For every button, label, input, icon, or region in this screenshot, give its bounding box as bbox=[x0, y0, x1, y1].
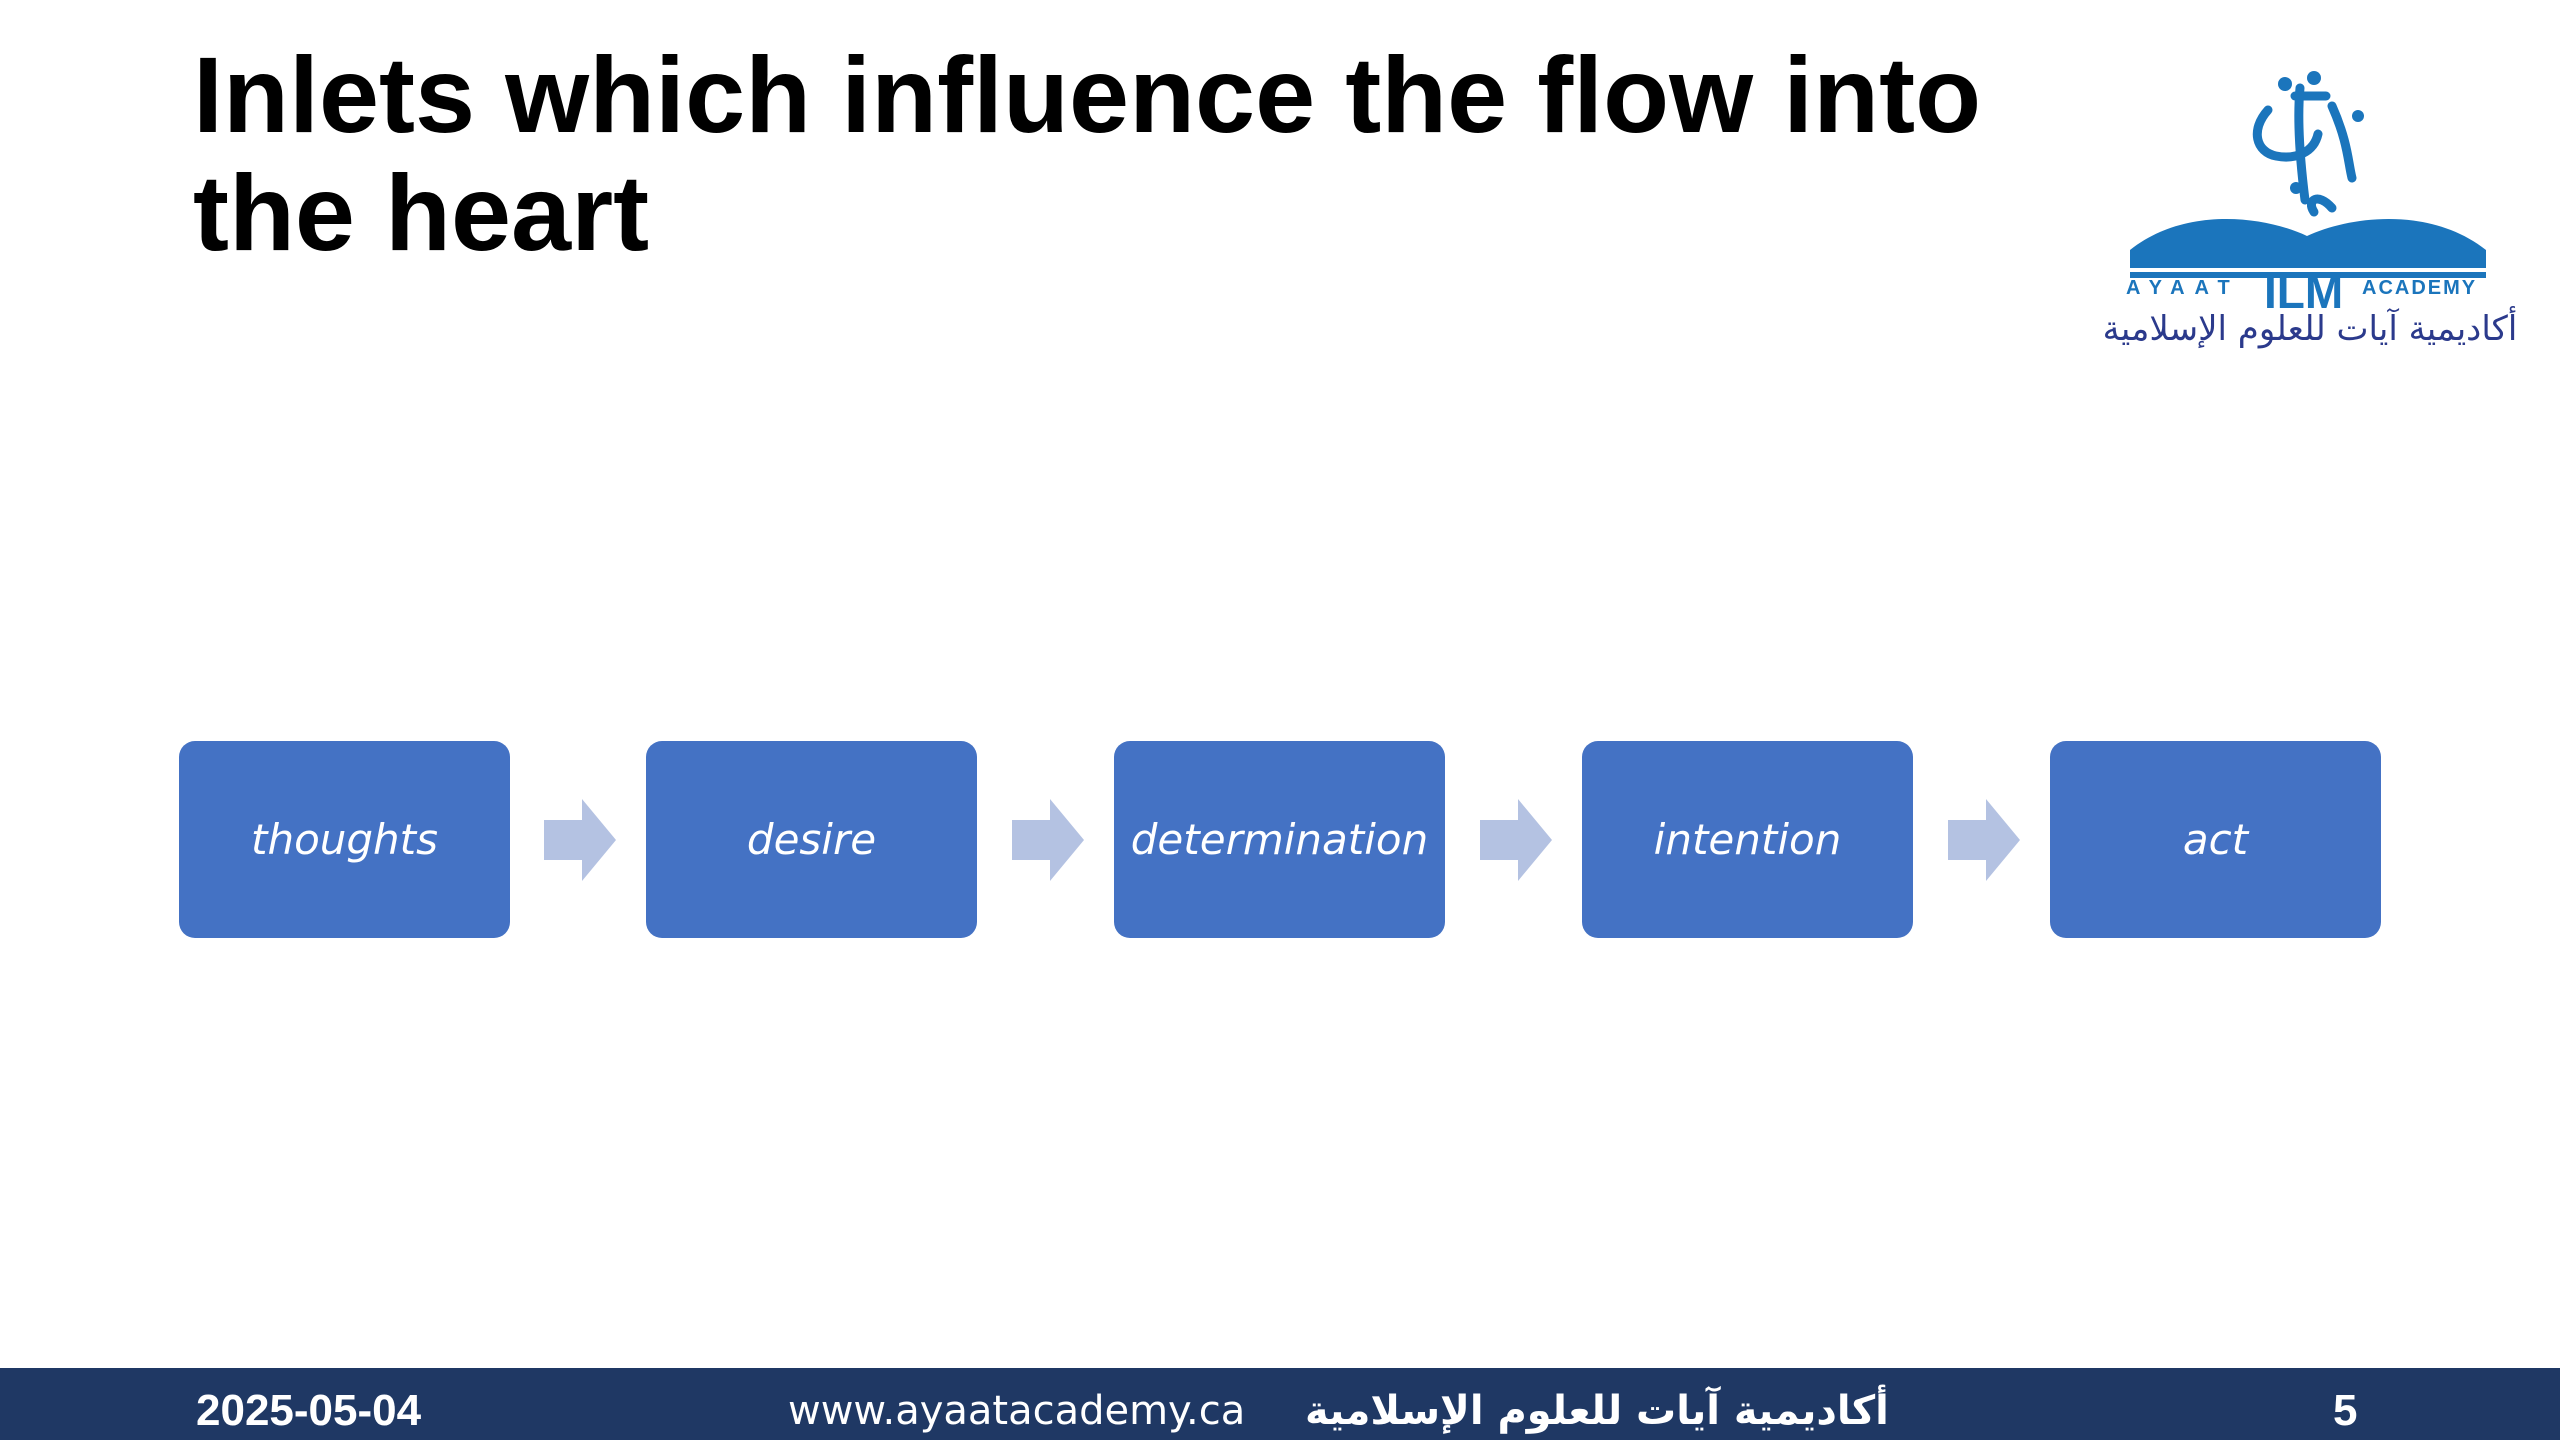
slide-footer: 2025-05-04 www.ayaatacademy.ca أكاديمية … bbox=[0, 1368, 2560, 1440]
ayaat-ilm-logo-graphic: AYAAT ILM ACADEMY أكاديمية آيات للعلوم ا… bbox=[2103, 71, 2518, 349]
step-intention: intention bbox=[1582, 741, 1913, 938]
footer-url: www.ayaatacademy.ca bbox=[788, 1388, 1246, 1434]
arrow-right-icon bbox=[1480, 799, 1552, 881]
logo-ayaat-text: AYAAT bbox=[2126, 277, 2240, 299]
footer-page-number: 5 bbox=[2333, 1386, 2358, 1435]
logo-arabic-text: أكاديمية آيات للعلوم الإسلامية bbox=[2103, 306, 2518, 349]
academy-logo: AYAAT ILM ACADEMY أكاديمية آيات للعلوم ا… bbox=[2100, 60, 2520, 360]
arrow-right-icon bbox=[1948, 799, 2020, 881]
step-determination: determination bbox=[1114, 741, 1445, 938]
step-desire: desire bbox=[646, 741, 977, 938]
step-thoughts: thoughts bbox=[179, 741, 510, 938]
arrow-right-icon bbox=[1012, 799, 1084, 881]
logo-academy-text: ACADEMY bbox=[2362, 277, 2477, 299]
calligraphy-mark bbox=[2252, 83, 2357, 217]
book-icon bbox=[2130, 218, 2486, 268]
step-act: act bbox=[2050, 741, 2381, 938]
footer-arabic-name: أكاديمية آيات للعلوم الإسلامية bbox=[1305, 1388, 1889, 1434]
footer-date: 2025-05-04 bbox=[196, 1386, 422, 1435]
arrow-right-icon bbox=[544, 799, 616, 881]
slide-title: Inlets which influence the flow into the… bbox=[193, 34, 1982, 273]
logo-ilm-text: ILM bbox=[2264, 266, 2343, 318]
